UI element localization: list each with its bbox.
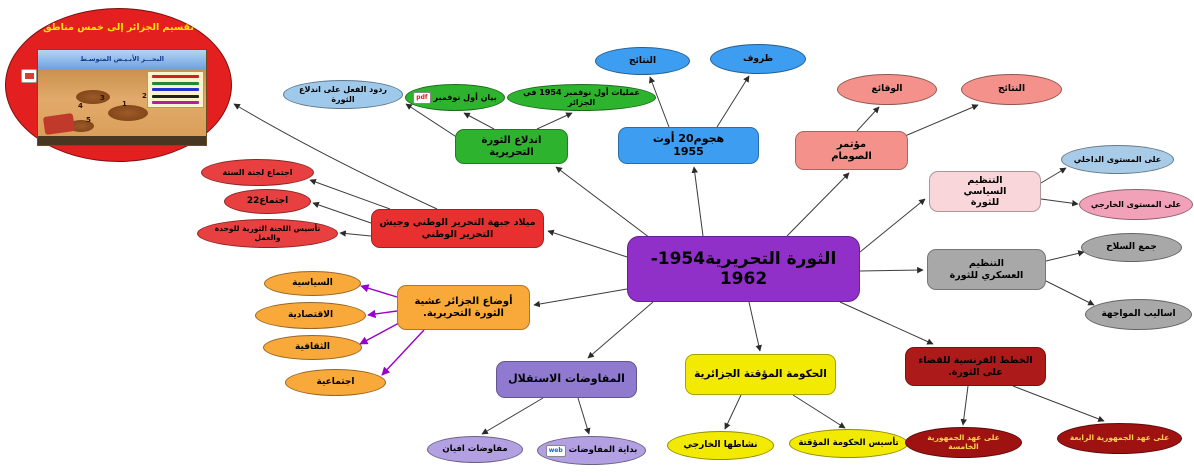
edge xyxy=(312,201,372,224)
edge xyxy=(360,284,398,298)
edge xyxy=(359,322,400,345)
legend-color-bar xyxy=(152,94,199,98)
edge xyxy=(555,166,651,239)
node-french-plans[interactable]: الخطط الفرنسية للقضاء على الثورة. xyxy=(905,347,1046,386)
map-zone-number: 1 xyxy=(122,100,127,108)
node-crua-founding[interactable]: تأسيس اللجنة الثورية للوحدة والعمل xyxy=(197,219,338,248)
node-meeting-of-22[interactable]: اجتماع22 xyxy=(224,189,311,214)
edge xyxy=(960,385,969,426)
node-internal-level[interactable]: على المستوى الداخلي xyxy=(1061,145,1174,174)
node-political-conditions[interactable]: السياسية xyxy=(264,271,361,296)
edge xyxy=(1040,198,1079,207)
edge xyxy=(1045,280,1095,306)
node-weapons-collection[interactable]: جمع السلاح xyxy=(1081,233,1182,262)
map-zone-number: 5 xyxy=(86,116,91,124)
node-committee-of-six-meeting[interactable]: اجتماع لجنة الستة xyxy=(201,159,314,186)
edge xyxy=(367,309,398,319)
web-link-icon[interactable]: web xyxy=(545,444,566,457)
edge xyxy=(405,103,459,139)
map-mountains xyxy=(76,90,110,104)
node-november-declaration[interactable]: بيان أول نوفمبر pdf xyxy=(405,84,505,111)
node-government-founding[interactable]: تأسيس الحكومة المؤقتة xyxy=(789,429,908,458)
edge xyxy=(381,329,425,376)
node-cultural-conditions[interactable]: الثقافية xyxy=(263,335,362,360)
node-military-organization[interactable]: التنظيم العسكري للثورة xyxy=(927,249,1046,290)
node-fln-aln-birth[interactable]: ميلاد جبهة التحرير الوطني وجيش التحرير ا… xyxy=(371,209,544,248)
node-attack-conditions[interactable]: ظروف xyxy=(710,44,806,74)
map-zone-number: 2 xyxy=(142,92,147,100)
node-independence-negotiations[interactable]: المفاوضات الاستقلال xyxy=(496,361,637,398)
edge xyxy=(587,301,654,359)
node-attack-results[interactable]: النتائج xyxy=(595,47,690,75)
edge xyxy=(309,178,391,210)
legend-color-bar xyxy=(152,75,199,78)
node-negotiations-start[interactable]: بداية المفاوضات web xyxy=(537,436,646,465)
node-august-20-1955-attack[interactable]: هجوم20 أوت 1955 xyxy=(618,127,759,164)
map-zone-number: 3 xyxy=(100,94,105,102)
node-november-operations[interactable]: عمليات أول نوفمبر 1954 في الجزائر xyxy=(507,84,656,111)
edge xyxy=(649,76,670,128)
edge xyxy=(233,103,438,210)
node-algeria-eve-conditions[interactable]: أوضاع الجزائر عشية الثورة التحريرية. xyxy=(397,285,530,330)
edge xyxy=(1045,250,1085,262)
node-confrontation-methods[interactable]: اساليب المواجهة xyxy=(1085,299,1192,330)
edge xyxy=(536,112,573,130)
edge xyxy=(577,397,591,435)
node-political-organization[interactable]: التنظيم السياسي للثورة xyxy=(929,171,1041,212)
node-provisional-government[interactable]: الحكومة المؤقتة الجزائرية xyxy=(685,354,836,395)
edge xyxy=(748,301,762,352)
edge xyxy=(691,166,704,237)
map-caption-bar xyxy=(38,136,206,145)
edge xyxy=(856,106,880,132)
node-social-conditions[interactable]: اجتماعية xyxy=(285,369,386,396)
edge xyxy=(1040,167,1067,184)
node-conference-facts[interactable]: الوقائع xyxy=(837,74,937,105)
attachment-glyph xyxy=(24,73,34,79)
edge xyxy=(724,394,742,430)
edge xyxy=(1012,385,1105,422)
node-soummam-conference[interactable]: مؤتمر الصومام xyxy=(795,131,908,170)
algeria-map-image: البحـــر الأبـيـض المتوسـط 1 2 3 4 5 xyxy=(37,49,207,146)
map-title: تقسيم الجزائر إلى خمس مناطق xyxy=(43,22,194,33)
edge xyxy=(547,229,628,258)
legend-color-bar xyxy=(152,81,199,85)
pdf-attachment-icon[interactable]: pdf xyxy=(413,91,431,104)
edge xyxy=(859,266,924,274)
node-external-level[interactable]: على المستوى الخارجي xyxy=(1079,189,1193,220)
node-central-topic[interactable]: الثورة التحريرية1954-1962 xyxy=(627,236,860,302)
edge xyxy=(839,301,934,345)
node-conference-results[interactable]: النتائج xyxy=(961,74,1062,105)
node-revolution-outbreak[interactable]: اندلاع الثورة التحريرية xyxy=(455,129,568,164)
edge xyxy=(463,112,495,130)
map-zone-number: 4 xyxy=(78,102,83,110)
node-fifth-republic-era[interactable]: على عهد الجمهورية الخامسة xyxy=(905,427,1022,458)
edge xyxy=(481,397,544,435)
edge xyxy=(716,75,750,128)
node-evian-negotiations[interactable]: مفاوضات افيان xyxy=(427,436,523,463)
edge xyxy=(339,230,372,237)
map-mountains xyxy=(108,105,148,121)
node-reactions-to-outbreak[interactable]: ردود الفعل على اندلاع الثورة xyxy=(283,80,403,109)
node-fourth-republic-era[interactable]: على عهد الجمهورية الرابعة xyxy=(1057,423,1182,454)
edge xyxy=(904,104,979,137)
map-sea-label: البحـــر الأبـيـض المتوسـط xyxy=(38,50,206,69)
edge xyxy=(786,172,850,237)
edge xyxy=(859,198,926,253)
edge xyxy=(533,288,628,308)
node-label: بداية المفاوضات xyxy=(568,445,638,456)
image-attachment-icon[interactable] xyxy=(21,69,37,83)
node-label: بيان أول نوفمبر xyxy=(433,92,497,102)
edge xyxy=(792,394,846,429)
map-legend xyxy=(147,71,204,108)
legend-color-bar xyxy=(152,88,199,91)
node-algeria-map-ellipse[interactable]: تقسيم الجزائر إلى خمس مناطق البحـــر الأ… xyxy=(5,8,232,162)
node-economic-conditions[interactable]: الاقتصادية xyxy=(255,302,366,329)
node-external-activity[interactable]: نشاطها الخارجي xyxy=(667,431,774,460)
legend-color-bar xyxy=(152,101,199,104)
